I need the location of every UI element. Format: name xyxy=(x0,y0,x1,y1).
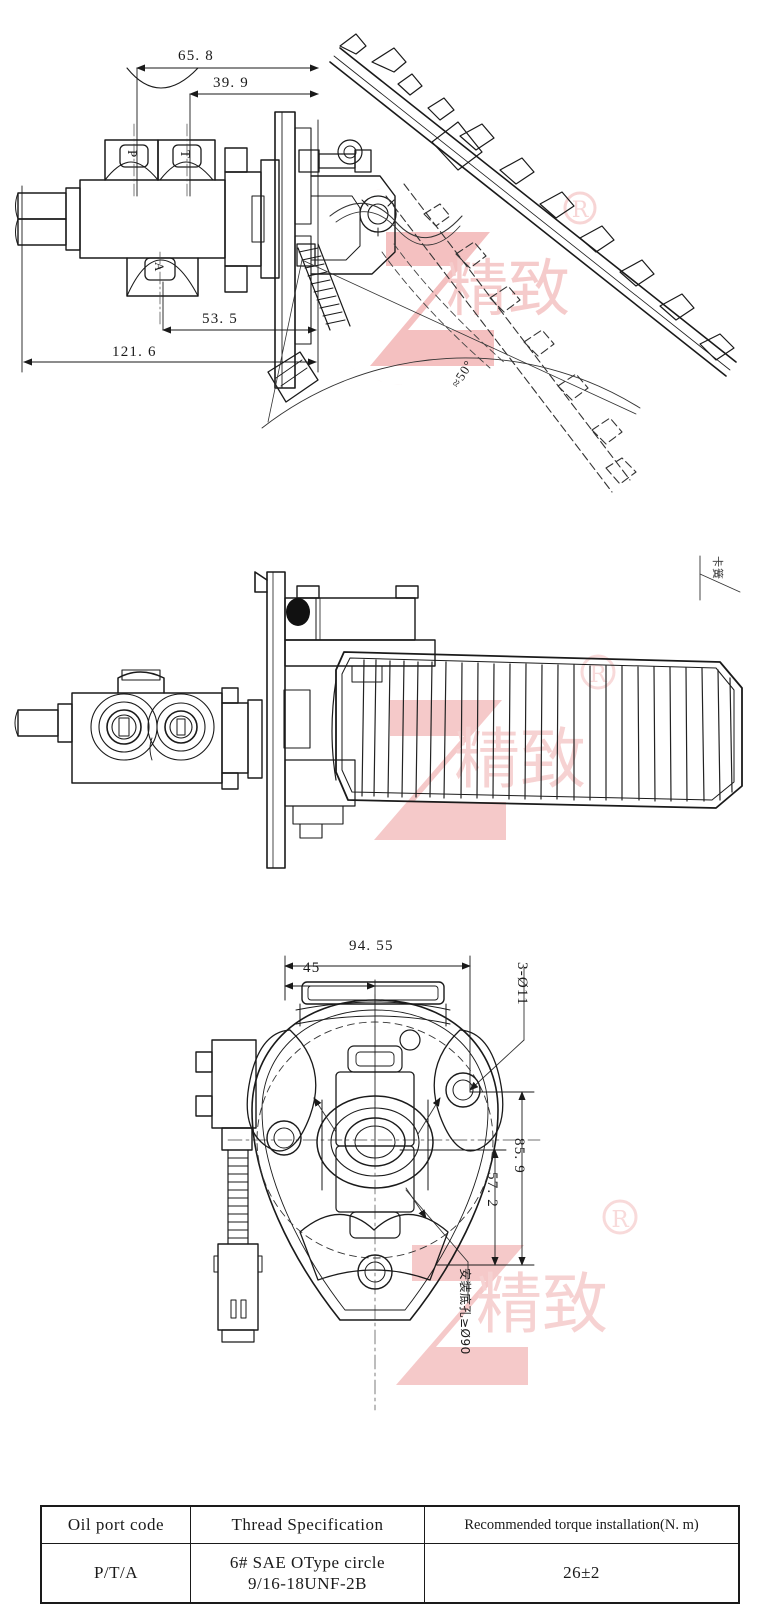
dim-text-45: 45 xyxy=(303,960,321,976)
lower-bolt xyxy=(296,243,316,267)
port-centerlines xyxy=(133,123,188,327)
dim-text-121-6: 121. 6 xyxy=(112,344,157,360)
pedal-cap-bottom xyxy=(295,981,451,1027)
top-bolt xyxy=(298,149,372,173)
side-note-label: 卡簧 xyxy=(711,556,724,580)
dim-text-65-8: 65. 8 xyxy=(178,48,214,64)
dim-text-94-55: 94. 55 xyxy=(349,938,394,954)
header-oil-port-code: Oil port code xyxy=(40,1505,191,1544)
dim-text-39-9: 39. 9 xyxy=(213,75,249,91)
hole-callout-leader xyxy=(469,967,525,1091)
actuator-housing-side xyxy=(283,585,436,839)
table-header-row: Oil port code Thread Specification Recom… xyxy=(40,1505,740,1544)
header-recommended-torque: Recommended torque installation(N. m) xyxy=(424,1505,740,1544)
view-bottom xyxy=(195,955,541,1411)
mounting-note-label: 安装底孔≥Ø90 xyxy=(458,1268,472,1355)
bottom-centerlines xyxy=(227,979,541,1411)
dim-text-53-5: 53. 5 xyxy=(202,311,238,327)
cell-thread-specification: 6# SAE OType circle 9/16-18UNF-2B xyxy=(190,1543,425,1604)
return-spring-top xyxy=(297,243,351,331)
pedal-pad-side xyxy=(331,651,743,809)
port-label-t: T xyxy=(178,150,193,158)
dimension-65-8 xyxy=(136,64,319,197)
hose-loop-top xyxy=(329,202,463,246)
mid-block-top xyxy=(224,147,280,293)
dimension-45 xyxy=(284,965,376,1161)
connector-top xyxy=(267,351,319,403)
view-top xyxy=(15,33,737,493)
hose-hidden-top xyxy=(381,243,507,369)
center-hub xyxy=(316,1045,434,1239)
dimension-121-6 xyxy=(21,119,319,373)
cell-torque: 26±2 xyxy=(424,1543,740,1604)
left-hex-fitting xyxy=(15,187,81,251)
thread-spec-line2: 9/16-18UNF-2B xyxy=(248,1574,367,1593)
swing-arc xyxy=(261,259,641,429)
view-side xyxy=(14,555,743,869)
specification-table: Oil port code Thread Specification Recom… xyxy=(40,1505,740,1604)
mounting-note-leader xyxy=(405,1189,469,1301)
side-note-leader xyxy=(699,555,741,601)
pedal-arm-top xyxy=(329,33,737,377)
thread-spec-line1: 6# SAE OType circle xyxy=(229,1552,386,1572)
dim-text-85-9: 85. 9 xyxy=(511,1138,527,1174)
dimension-53-5 xyxy=(162,281,317,334)
mounting-holes xyxy=(266,1029,481,1290)
port-circles-side xyxy=(90,693,215,761)
mounting-flange-side xyxy=(254,571,286,869)
dim-text-57-2: 57. 2 xyxy=(484,1172,500,1208)
valve-body-side xyxy=(71,669,223,784)
valve-block-bottom xyxy=(195,1039,257,1151)
mount-flange-bottom xyxy=(251,999,499,1321)
rib-arrows xyxy=(313,1097,441,1219)
bolt-circle xyxy=(256,1021,494,1259)
table-row: P/T/A 6# SAE OType circle 9/16-18UNF-2B … xyxy=(40,1543,740,1604)
mid-block-side xyxy=(221,687,263,790)
cable-bottom xyxy=(213,1149,263,1343)
left-hex-fitting-side xyxy=(14,703,73,743)
cell-oil-port-code: P/T/A xyxy=(40,1543,191,1604)
pedal-arm-phantom xyxy=(385,183,637,493)
port-label-p: P xyxy=(125,150,140,158)
header-thread-specification: Thread Specification xyxy=(190,1505,425,1544)
hole-callout-label: 3-Ø11 xyxy=(514,962,530,1006)
port-label-a: A xyxy=(152,262,167,272)
actuator-housing-top xyxy=(310,139,397,275)
mounting-flange-top xyxy=(274,111,312,389)
